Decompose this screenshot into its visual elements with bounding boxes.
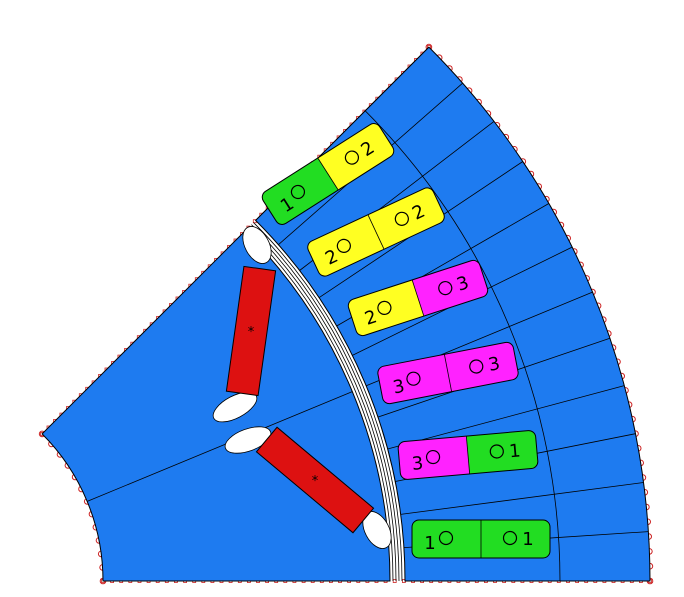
circle-icon: [438, 280, 453, 296]
winding-outer-layer: [466, 430, 539, 474]
stator-slot-1: 12: [259, 120, 397, 228]
layer-divider: [465, 436, 471, 474]
phase-label-outer: 3: [487, 353, 502, 376]
layer-divider: [443, 354, 453, 392]
magnet-upper: *: [212, 226, 277, 423]
air-gap-arc: [249, 226, 397, 582]
air-gap-arc: [253, 222, 403, 582]
air-gap-arc: [246, 228, 394, 582]
stator-slot-3: 23: [346, 258, 490, 338]
circle-icon: [502, 530, 518, 546]
layer-divider: [367, 214, 385, 250]
stator-slot-5: 31: [397, 430, 539, 480]
stator-slot-2: 22: [305, 185, 447, 279]
phase-label-inner: 3: [391, 376, 406, 399]
phase-label-inner: 1: [424, 533, 435, 554]
stator-tooth-line: [387, 385, 625, 450]
slot-outline: [307, 187, 445, 277]
asterisk-icon: *: [248, 325, 255, 340]
winding-outer-layer: [481, 520, 550, 558]
winding-inner-layer: [397, 436, 470, 480]
magnet-air-pocket: [224, 426, 272, 454]
circle-icon: [489, 444, 504, 459]
slot-outline: [397, 430, 539, 480]
rotor-core: [41, 230, 391, 582]
winding-outer-layer: [317, 120, 397, 191]
magnet-lower: *: [224, 426, 392, 549]
phase-label-inner: 3: [411, 453, 424, 475]
circle-icon: [377, 300, 392, 315]
winding-outer-layer: [444, 341, 520, 392]
rotor-mesh-lines: [87, 391, 353, 502]
stator-core: [254, 46, 651, 582]
winding-inner-layer: [346, 279, 424, 338]
circle-icon: [406, 371, 421, 386]
layer-divider: [411, 279, 425, 317]
magnet-body: [225, 265, 277, 397]
asterisk-icon: *: [312, 474, 319, 489]
circle-icon: [438, 530, 454, 546]
circle-icon: [344, 150, 360, 165]
magnet-body: [255, 426, 375, 534]
circle-icon: [290, 184, 306, 200]
winding-inner-layer: [305, 214, 385, 279]
phase-label-outer: 1: [522, 529, 533, 550]
phase-label-outer: 1: [508, 440, 521, 462]
rotor-pole-line: [87, 391, 353, 502]
air-gap: [246, 222, 403, 582]
air-gap-arc: [251, 224, 400, 582]
winding-inner-layer: [376, 354, 452, 405]
circle-icon: [336, 238, 351, 253]
circle-icon: [469, 359, 484, 374]
winding-outer-layer: [367, 185, 447, 250]
rotor-magnets: **: [212, 226, 392, 549]
circle-icon: [394, 211, 409, 226]
magnet-air-pocket: [242, 226, 272, 264]
stator-tooth-line: [400, 482, 644, 515]
winding-inner-layer: [412, 520, 481, 558]
circle-icon: [425, 449, 441, 465]
stator-slot-4: 33: [376, 341, 520, 405]
winding-inner-layer: [259, 157, 339, 228]
winding-outer-layer: [412, 258, 490, 317]
stator-yoke-arc: [364, 110, 561, 582]
layer-divider: [317, 157, 339, 191]
